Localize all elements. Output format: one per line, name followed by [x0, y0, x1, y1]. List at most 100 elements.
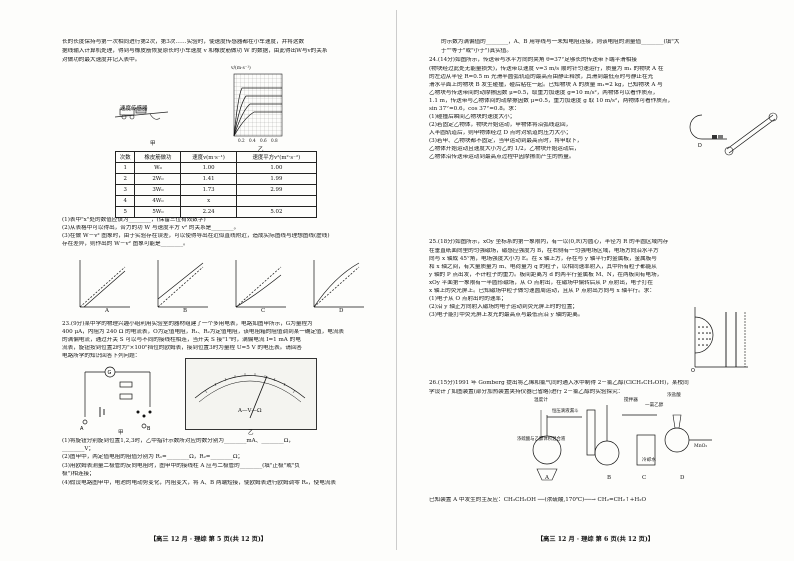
data-table: 次数 橡皮筋做功 速度v(m·s⁻¹) 速度平方v²(m²·s⁻²) 1 W₀ …: [114, 151, 318, 218]
q25-line: 和 x 轴之间，有大量质量为 m、电荷量为 q 的粒子，以相同速率射入，其中所有…: [429, 264, 657, 270]
q23-header: 23.(9分)某中学的物理兴趣小组利用实验室的器材组建了一个多用电表，电路如图甲…: [62, 321, 313, 327]
option-c-label: C: [261, 308, 266, 314]
svg-text:G: G: [108, 370, 112, 376]
q23-line-1: 400 μA，内阻为 240 Ω 的电流表，O为定值电阻，R₁、R₂为定值电阻，…: [62, 329, 345, 335]
left-footer: 【高三 12 月 · 理综 第 5 页(共 12 页)】: [150, 536, 267, 543]
q22-part-3: (3)在做 W－v² 图象时，由于实验存在误差，可以使得导出在近似直线附近，造成…: [62, 233, 330, 239]
graph-tick-2: 0.4: [249, 138, 256, 143]
multimeter-circuit: G A B: [80, 366, 152, 432]
q24-line: (物块经过此处无能量损失)，传送带以速度 v=3 m/s 顺时针匀速运行，质量为…: [429, 66, 664, 72]
table-cell: 5.02: [235, 206, 318, 218]
q24-line: 乙物体沿传送带运动到最高点过程中因摩擦而产生的热量。: [429, 154, 575, 160]
label-mixture: 浓硫酸与乙醇体积混合液: [517, 437, 566, 442]
right-footer: 【高三 12 月 · 理综 第 6 页(共 12 页)】: [537, 536, 654, 543]
table-cell: 1.00: [180, 162, 237, 174]
q22-part-1: (1)表中"x"处的数值应该为________，(保留三位有效数字): [62, 217, 206, 223]
label-d: D: [680, 475, 685, 481]
q24-line: (2)若固定乙物体，物块开始运动，甲物体将沿弧线返回，: [429, 122, 572, 128]
q23-line-3: 流表，旋钮按到位置2时为"×100"挡位的欧姆表，接到位置3时为量程 U=5 V…: [62, 345, 303, 351]
q24-line: (3)若甲、乙物块都不固定，当甲运动到最高点时，将甲取下，: [429, 138, 583, 144]
q24-line: 的左边从半径 R=0.5 m 光滑半圆弧轨道的最高点由静止释放，其滑到最低点时与…: [429, 74, 654, 80]
table-cell: [235, 195, 318, 207]
q23-answer-4: (4)假设电路图甲中，电池的电动势变化，内阻变大，将 A、B 两端短接，使欧姆表…: [62, 480, 336, 486]
label-c: C: [642, 475, 647, 481]
table-row: 5 5W₀ 2.24 5.02: [114, 206, 318, 218]
page-divider: [396, 10, 397, 550]
q24-line: sin 37°=0.6，cos 37°=0.8。求：: [429, 106, 520, 112]
table-cell: 5: [114, 206, 136, 218]
q24-line: (1)碰撞后瞬间乙物块的速度大小；: [429, 114, 516, 120]
figure-jia-label: 甲: [150, 141, 156, 147]
q22-part-3b: 存在差异，则作出的 W－v² 图象可能是________。: [62, 241, 189, 247]
sensor-apparatus-figure: [114, 107, 169, 120]
table-cell: 2W₀: [134, 173, 182, 185]
label-stirrer: 搅拌器: [624, 398, 638, 403]
graph-caption: 乙: [258, 147, 264, 153]
svg-text:B: B: [147, 426, 151, 432]
option-d-label: D: [339, 308, 344, 314]
meter-face: [185, 358, 317, 430]
table-row: 4 4W₀ x: [114, 195, 318, 207]
option-c-graph: [235, 260, 286, 308]
table-header: 次数: [114, 151, 136, 163]
label-hcl: 浓盐酸: [667, 393, 681, 398]
table-row: 1 W₀ 1.00 1.00: [114, 162, 318, 174]
q26-bottom: 已知装置 A 中发生的主反应：CH₃CH₂OH ──(浓硫酸,170℃)──→ …: [429, 497, 647, 503]
label-mno2: MnO₂: [694, 444, 708, 449]
table-cell: 3: [114, 184, 136, 196]
q24-header: 24.(14分)如图所示，传送带与水平方向的夹角 θ=37°足够长的传送带下端平…: [429, 57, 637, 63]
option-a-graph: [79, 260, 130, 308]
table-cell: 1.00: [235, 162, 318, 174]
option-graphs: [79, 260, 364, 308]
table-cell: x: [180, 195, 237, 207]
right-page: 的示数为满偏值的________，A、B 用导线与一未知电阻连接，则该电阻的测量…: [397, 0, 794, 561]
chemistry-apparatus: [532, 405, 712, 481]
q23-answer-3b: 极")相连接；: [62, 471, 95, 477]
q23-answer-1: (1)将旋钮分别旋到位置1,2,3时，乙中指针示数所对应的数分别为_______…: [62, 438, 294, 444]
q25-line: (1)电子从 O 点射出时的速率；: [429, 296, 507, 302]
q24-line: 乙物体开始运动且速度大小为乙的 1/2，乙物块开始运动后，: [429, 146, 580, 152]
table-header: 速度平方v²(m²·s⁻²): [235, 151, 318, 163]
svg-text:A: A: [80, 426, 84, 432]
q25-line: x 轴上的荧光屏上。已知磁场中粒子做匀速圆周运动，且从 P 点射出方向与 x 轴…: [429, 288, 655, 294]
label-funnel: 恒压滴液漏斗: [552, 409, 579, 414]
q25-line: y 轴的 P 点出发，不计粒子的重力。板间距离为 d 的两平行金属板 M、N，在…: [429, 272, 663, 278]
q25-line: (2)沿 y 轴正方向射入磁场的电子运动到荧光屏上时的位置；: [429, 304, 578, 310]
q23-line-4: 电路所学的知识回答下列问题：: [62, 353, 141, 359]
label-thermometer: 温度计: [534, 398, 548, 403]
q23-line-2: 的满偏电流，通过开关 S 可以与不同的接线柱相连，当开关 S 接"1"时，满偏电…: [62, 337, 301, 343]
q23-answer-2: (2)图甲中，两定值电阻的阻值分别为 R₁=________Ω，R₂=_____…: [62, 454, 244, 460]
q23-answer-3: (3)用欧姆表测量二极管的反向电阻时，图甲中的接线柱 A 应与二极管的_____…: [62, 463, 300, 469]
table-cell: 2.99: [235, 184, 318, 196]
meter-scale: [194, 373, 306, 419]
table-cell: 4: [114, 195, 136, 207]
q25-line: xOy 平面第一象限有一半圆形磁场，从 O 点射出，在磁场中偏转后从 P 点射出…: [429, 280, 653, 286]
q24-line: 入半圆轨道后，则甲物体经过 D 点时对轨道的压力大小；: [429, 130, 572, 136]
q24-line: 滑水平面上的物块 B 发生碰撞，碰后粘在一起。已知物块 A 的质量 m₁=2 k…: [429, 82, 663, 88]
table-cell: 1.73: [180, 184, 237, 196]
q25-header: 25.(18分)如图所示，xOy 坐标系的第一象限内，有一以(0,R)为圆心，半…: [429, 239, 669, 245]
q24-line: 乙物块与传送带间的动摩擦因数 μ=0.5，取重力加速度 g=10 m/s²，两物…: [429, 90, 659, 96]
conveyor-figure: D: [689, 112, 778, 156]
option-a-label: A: [105, 308, 109, 314]
graph-tick-4: 0.8: [271, 138, 278, 143]
table-cell: 5W₀: [134, 206, 182, 218]
label-chloroethanol: 一氯乙醇: [645, 403, 664, 408]
q25-line: 在垂直纸面向里的匀强磁场，磁感应强度为 B，在右侧有一匀强电场区域，电场方向沿水…: [429, 248, 659, 254]
option-b-label: B: [183, 308, 188, 314]
graph-tick-3: 0.6: [260, 138, 267, 143]
table-cell: 1.41: [180, 173, 237, 185]
table-cell: 2.24: [180, 206, 237, 218]
sensor-label: 速度传感器: [120, 106, 148, 112]
q25-line: 向与 x 轴成 45°角，电场强度大小为 E。在 x 轴上方，存在与 y 轴平行…: [429, 256, 657, 262]
magnetic-field-figure: O: [691, 307, 748, 374]
svg-text:O: O: [691, 368, 695, 374]
table-cell: W₀: [134, 162, 182, 174]
meter-caption: 乙: [248, 430, 254, 436]
right-top-line-1: 的示数为满偏值的________，A、B 用导线与一未知电阻连接，则该电阻的测量…: [441, 39, 680, 45]
circuit-caption: 甲: [118, 430, 124, 436]
q24-line: 1.1 m，传送带与乙物体间的动摩擦因数 μ=0.5，重力加速度 g 取 10 …: [429, 98, 674, 104]
meter-label: A—V—Ω: [238, 408, 262, 414]
table-header: 速度v(m·s⁻¹): [180, 151, 237, 163]
table-row: 3 3W₀ 1.73 2.99: [114, 184, 318, 196]
